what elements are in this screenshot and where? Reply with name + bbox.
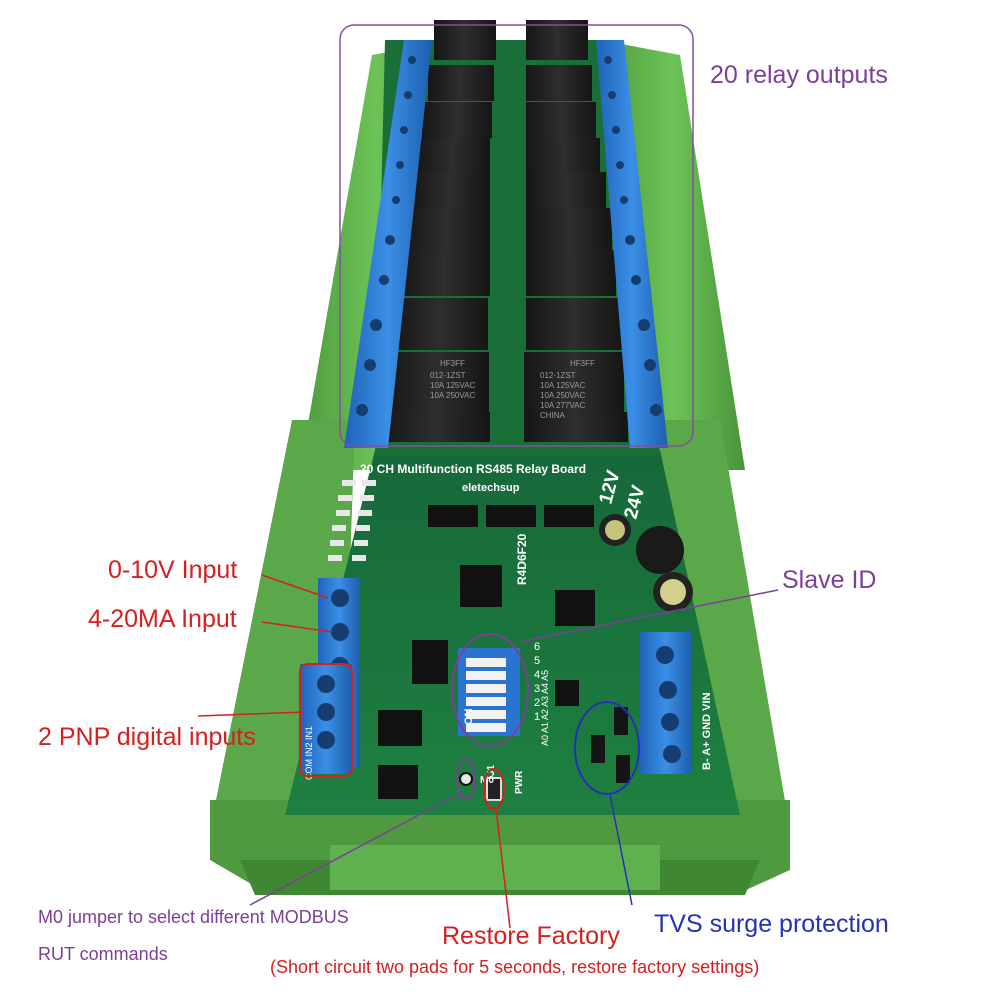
relay-outputs-box — [339, 24, 694, 447]
label-restore-note: (Short circuit two pads for 5 seconds, r… — [270, 957, 760, 977]
pnp-inputs-box — [299, 663, 353, 777]
label-0-10v-input: 0-10V Input — [108, 556, 238, 584]
label-relay-outputs: 20 relay outputs — [710, 61, 888, 89]
dip-number-1: 1 — [534, 711, 540, 723]
dip-number-2: 2 — [534, 697, 540, 709]
dip-number-6: 6 — [534, 641, 540, 653]
relay-mark-0: HF3FF — [440, 359, 465, 368]
j1-restore-pads[interactable] — [486, 777, 502, 801]
board-brand-text: eletechsup — [462, 482, 520, 494]
m0-jumper-pad[interactable] — [459, 772, 473, 786]
slave-id-ellipse — [451, 633, 529, 747]
m0-text: M0 — [480, 775, 494, 786]
relay-mark-9: CHINA — [540, 411, 566, 420]
label-tvs-protection: TVS surge protection — [654, 910, 889, 938]
m0-ellipse — [456, 758, 476, 800]
ics — [378, 505, 595, 799]
line-4-20ma — [261, 621, 333, 633]
j1-ellipse — [483, 768, 505, 810]
dip-addr-text: A0 A1 A2 A3 A4 A5 — [540, 670, 550, 746]
dip-number-3: 3 — [534, 683, 540, 695]
label-m0-line2: RUT commands — [38, 944, 168, 964]
relay-mark-7: 10A 250VAC — [540, 391, 585, 400]
pwr-text: PWR — [514, 770, 525, 794]
label-4-20ma-input: 4-20MA Input — [88, 605, 237, 633]
relay-column-left — [380, 20, 496, 442]
label-pnp-inputs: 2 PNP digital inputs — [38, 723, 256, 751]
power-pins-text: B- A+ GND VIN — [701, 692, 713, 770]
relay-mark-6: 10A 125VAC — [540, 381, 585, 390]
relay-mark-3: 10A 250VAC — [430, 391, 475, 400]
line-m0 — [249, 791, 463, 906]
dip-number-5: 5 — [534, 655, 540, 667]
line-slave-id — [519, 589, 779, 643]
led-array — [328, 480, 376, 561]
relay-mark-4: HF3FF — [570, 359, 595, 368]
tvs-ellipse — [574, 701, 640, 795]
dip-number-4: 4 — [534, 669, 540, 681]
dip-on-text: ON — [463, 708, 475, 725]
line-tvs — [609, 794, 633, 906]
relay-column-right — [524, 20, 628, 442]
relay-mark-1: 012-1ZST — [430, 371, 466, 380]
capacitors — [599, 514, 693, 612]
line-pnp — [197, 711, 305, 717]
label-m0-line1: M0 jumper to select different MODBUS — [38, 907, 349, 927]
tvs-diodes — [591, 707, 630, 783]
relay-markings: HF3FF 012-1ZST 10A 125VAC 10A 250VAC HF3… — [430, 359, 595, 420]
label-restore-factory: Restore Factory — [442, 922, 620, 950]
relay-mark-2: 10A 125VAC — [430, 381, 475, 390]
line-0-10v — [261, 574, 329, 599]
input-pins-text: COM IN2 IN1 — [304, 726, 314, 780]
relay-mark-8: 10A 277VAC — [540, 401, 585, 410]
annotation-shapes — [197, 24, 779, 929]
line-restore — [495, 807, 511, 929]
board-title-text: 20 CH Multifunction RS485 Relay Board — [360, 462, 586, 476]
relay-mark-5: 012-1ZST — [540, 371, 576, 380]
model-text: R4D6F20 — [515, 533, 529, 585]
label-slave-id: Slave ID — [782, 566, 877, 594]
